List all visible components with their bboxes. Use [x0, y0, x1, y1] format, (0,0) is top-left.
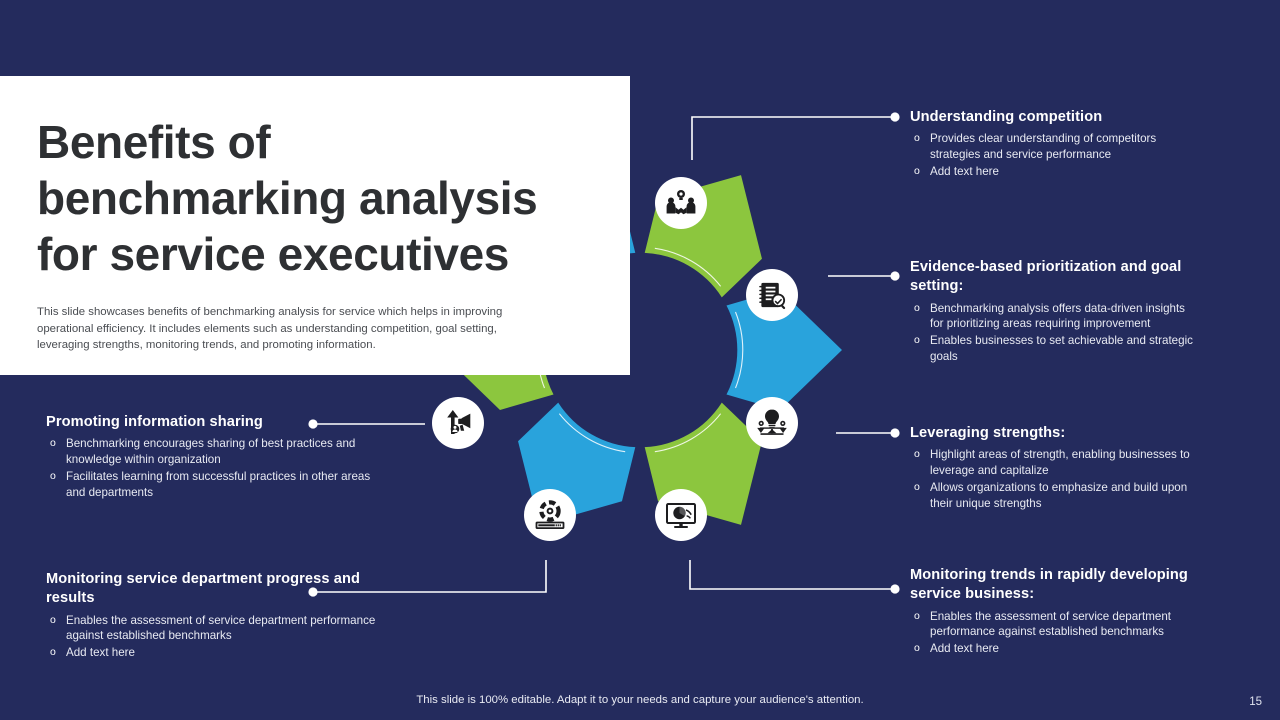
- callout-promoting-information-sharing: Promoting information sharing Benchmarki…: [46, 413, 376, 502]
- callout-heading: Understanding competition: [910, 109, 1103, 125]
- list-item: Provides clear understanding of competit…: [910, 131, 1200, 163]
- callout-bullet-list: Highlight areas of strength, enabling bu…: [910, 447, 1200, 512]
- callout-evidence-based-prioritization: Evidence-based prioritization and goal s…: [910, 258, 1200, 366]
- checklist-magnifier-icon[interactable]: [746, 269, 798, 321]
- list-item: Enables the assessment of service depart…: [910, 609, 1200, 641]
- title-card: Benefits of benchmarking analysis for se…: [0, 76, 630, 375]
- list-item: Allows organizations to emphasize and bu…: [910, 480, 1200, 512]
- connector-monitoring-progress: [313, 560, 547, 593]
- lightbulb-balance-icon[interactable]: [746, 397, 798, 449]
- connector-trends: [689, 560, 893, 590]
- connector-understanding: [691, 116, 893, 160]
- connector-dot-promoting: [308, 419, 318, 429]
- callout-bullet-list: Provides clear understanding of competit…: [910, 131, 1200, 180]
- callout-bullet-list: Enables the assessment of service depart…: [910, 609, 1200, 658]
- callout-heading: Leveraging strengths:: [910, 425, 1066, 441]
- callout-heading: Evidence-based prioritization and goal s…: [910, 259, 1182, 295]
- callout-bullet-list: Enables the assessment of service depart…: [46, 613, 376, 662]
- callout-bullet-list: Benchmarking encourages sharing of best …: [46, 436, 376, 501]
- connector-dot-trends: [890, 584, 900, 594]
- callout-monitoring-trends: Monitoring trends in rapidly developing …: [910, 566, 1200, 658]
- callout-heading: Promoting information sharing: [46, 414, 263, 430]
- list-item: Enables the assessment of service depart…: [46, 613, 376, 645]
- monitor-chart-icon[interactable]: [655, 489, 707, 541]
- callout-understanding-competition: Understanding competition Provides clear…: [910, 108, 1200, 181]
- gear-progress-icon[interactable]: [524, 489, 576, 541]
- callout-bullet-list: Benchmarking analysis offers data-driven…: [910, 301, 1200, 366]
- callout-leveraging-strengths: Leveraging strengths: Highlight areas of…: [910, 424, 1200, 513]
- donut-segment-3[interactable]: [726, 290, 843, 410]
- list-item: Add text here: [46, 645, 376, 661]
- megaphone-arrow-icon[interactable]: [432, 397, 484, 449]
- page-number: 15: [1249, 696, 1262, 708]
- connector-dot-evidence: [890, 271, 900, 281]
- list-item: Highlight areas of strength, enabling bu…: [910, 447, 1200, 479]
- list-item: Add text here: [910, 641, 1200, 657]
- slide-description: This slide showcases benefits of benchma…: [37, 306, 503, 351]
- connector-dot-monitoring-progress: [308, 587, 318, 597]
- connector-dot-leveraging: [890, 428, 900, 438]
- connector-dot-understanding: [890, 112, 900, 122]
- list-item: Benchmarking analysis offers data-driven…: [910, 301, 1200, 333]
- list-item: Benchmarking encourages sharing of best …: [46, 436, 376, 468]
- callout-monitoring-service-department: Monitoring service department progress a…: [46, 570, 376, 662]
- handshake-idea-icon[interactable]: [655, 177, 707, 229]
- callout-heading: Monitoring trends in rapidly developing …: [910, 567, 1188, 603]
- list-item: Facilitates learning from successful pra…: [46, 469, 376, 501]
- list-item: Add text here: [910, 164, 1200, 180]
- list-item: Enables businesses to set achievable and…: [910, 333, 1200, 365]
- footer-note: This slide is 100% editable. Adapt it to…: [416, 694, 864, 706]
- callout-heading: Monitoring service department progress a…: [46, 571, 360, 607]
- page-title: Benefits of benchmarking analysis for se…: [37, 116, 538, 281]
